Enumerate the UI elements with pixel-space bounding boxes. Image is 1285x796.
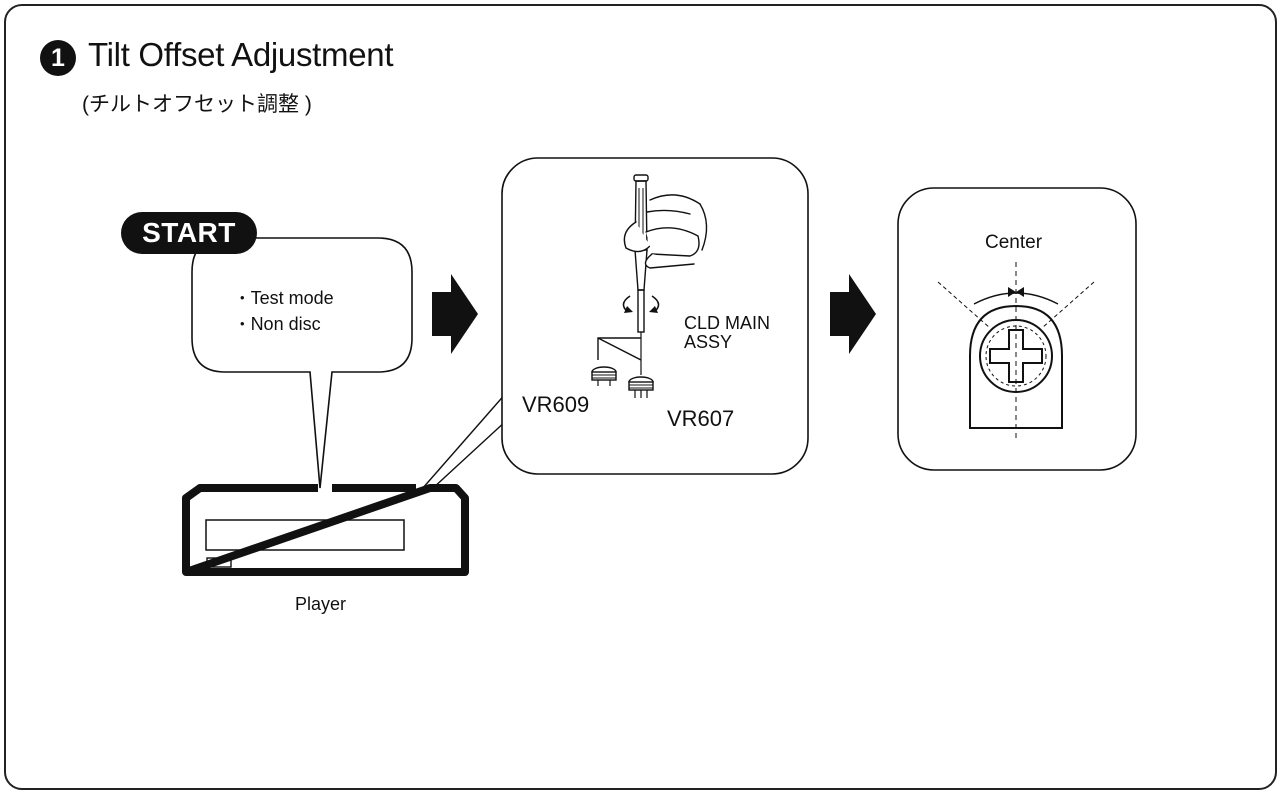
page-subtitle: (チルトオフセット調整 ) [82, 93, 312, 116]
hand-icon [623, 194, 708, 269]
center-label: Center [985, 232, 1043, 253]
figure-frame [4, 4, 1277, 790]
trimmer-label-vr607: VR607 [667, 406, 735, 431]
list-item: Test mode [240, 286, 334, 312]
trimmer-indicator-lines [597, 337, 642, 361]
player-label: Player [295, 594, 347, 614]
trimmer-label-vr609: VR609 [522, 392, 590, 417]
trimmer-closeup-icon [937, 262, 1095, 442]
player-icon [182, 484, 469, 576]
list-item: Non disc [240, 312, 334, 338]
right-arrow-icon [830, 274, 876, 354]
screwdriver-icon [633, 174, 649, 375]
adjustment-panel [501, 157, 809, 475]
right-arrow-icon [432, 274, 478, 354]
rotate-arrow-icon [622, 295, 660, 313]
pointer-lines [421, 391, 508, 490]
step-number-badge: 1 [40, 40, 76, 76]
start-speech-bubble [191, 237, 413, 489]
start-conditions-list: Test mode Non disc [240, 286, 334, 338]
trimmer-icon [628, 376, 654, 398]
trimmer-icon [591, 366, 617, 386]
center-mark-icon [1008, 287, 1024, 297]
start-badge: START [121, 212, 257, 254]
page-title: Tilt Offset Adjustment [88, 36, 394, 73]
assembly-label: CLD MAIN ASSY [684, 313, 771, 352]
